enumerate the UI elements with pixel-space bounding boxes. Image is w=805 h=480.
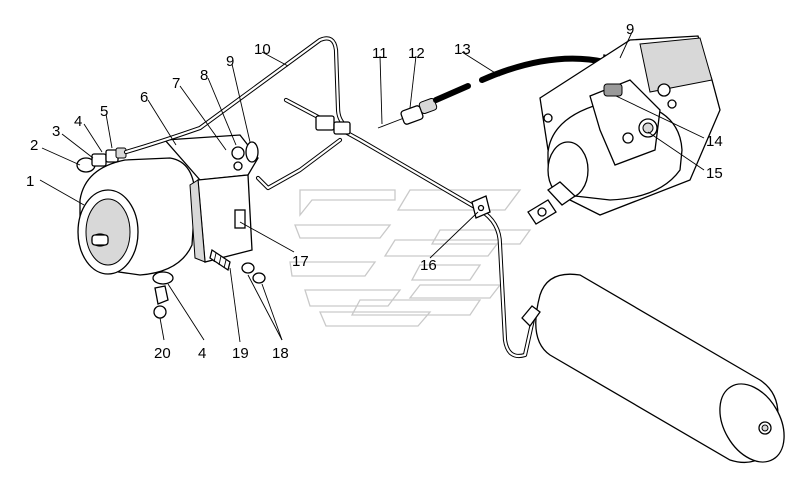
callout-2: 2: [30, 137, 38, 154]
callout-12: 12: [408, 45, 425, 62]
callout-6: 6: [140, 89, 148, 106]
servo-assembly: [527, 35, 721, 225]
callout-17: 17: [292, 253, 309, 270]
callout-4-top: 4: [74, 113, 82, 130]
callout-3: 3: [52, 123, 60, 140]
callout-14: 14: [706, 133, 723, 150]
leader-lines: [39, 31, 705, 343]
air-cylinder-assembly: [77, 134, 266, 319]
callout-15: 15: [706, 165, 723, 182]
callout-5: 5: [100, 103, 108, 120]
callout-11: 11: [372, 45, 388, 62]
callout-20: 20: [154, 345, 171, 362]
callout-labels: 1 2 3 4 5 6 7 8 9 10 11 12 13 9 14 15 16…: [26, 21, 723, 362]
callout-7: 7: [172, 75, 180, 92]
callout-9-left: 9: [226, 53, 234, 70]
pipe-clip: [471, 195, 491, 219]
left-fittings: [76, 147, 127, 173]
callout-9-right: 9: [626, 21, 634, 38]
callout-10: 10: [254, 41, 271, 58]
callout-18: 18: [272, 345, 289, 362]
callout-19: 19: [232, 345, 249, 362]
callout-16: 16: [420, 257, 437, 274]
callout-13: 13: [454, 41, 471, 58]
callout-8: 8: [200, 67, 208, 84]
callout-4-bottom: 4: [198, 345, 206, 362]
callout-1: 1: [26, 173, 34, 190]
air-tank: [521, 273, 785, 464]
watermark-logo: [289, 189, 532, 327]
